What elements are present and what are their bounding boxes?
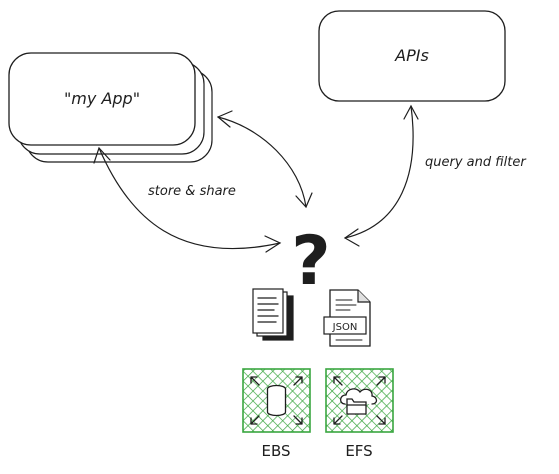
unknown-node: ? [291,222,330,301]
query-filter-label: query and filter [425,155,527,170]
json-badge-label: JSON [332,322,358,333]
app-box-front [8,52,196,146]
store-share-label: store & share [148,184,236,199]
json-badge [323,316,367,335]
app-label: "my App" [64,89,140,108]
apis-node: APIs [318,10,506,102]
apis-box [318,10,506,102]
arrowhead-question-top [295,192,313,209]
apis-label: APIs [394,46,429,65]
arrow-store-share [98,147,281,250]
ebs-node: EBS [242,368,311,460]
arrowhead-apis [403,104,419,120]
app-node: "my App" [8,52,213,163]
arrowhead-question-left [264,235,282,253]
question-mark: ? [291,222,330,301]
arrow-app-to-question [217,116,307,208]
arrowhead-question-right [343,228,360,247]
efs-node: EFS [325,368,394,460]
documents-icon [252,288,294,341]
arrowhead-app-end [216,110,233,128]
json-file-icon: JSON [323,289,371,347]
efs-folder-icon [333,376,386,425]
efs-label: EFS [345,442,372,460]
arrow-query-filter [344,105,414,239]
ebs-volume-icon [250,376,303,425]
arrowhead-app-bottom [93,146,111,164]
ebs-label: EBS [261,442,290,460]
edges [93,104,419,253]
